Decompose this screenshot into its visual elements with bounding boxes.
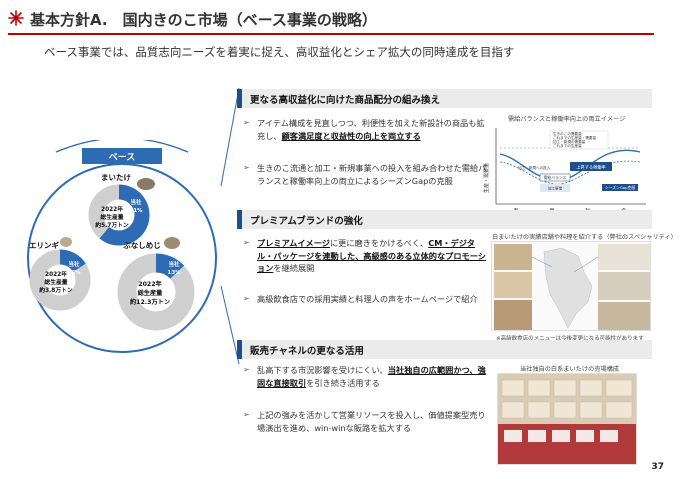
chevron-right-icon: ➢	[243, 410, 250, 419]
store-shelf-photo	[497, 373, 637, 465]
chevron-right-icon: ➢	[243, 118, 250, 127]
restaurant-photo-collage	[491, 241, 651, 331]
chart-box-label: 加工事業	[548, 186, 563, 191]
photos-caption: 白まいたけの実績店舗や料理を紹介する（弊社のスペシャリティ）	[492, 234, 677, 241]
maitake-label: まいたけ	[101, 172, 131, 182]
bunashimeji-share-value: 13%	[167, 270, 181, 276]
bunashimeji-production-label: 総生産量	[138, 289, 164, 297]
chart-legend-item: これまでの生産量	[553, 143, 582, 148]
bunashimeji-production-value: 約12.3万トン	[130, 298, 170, 306]
maitake-donut	[88, 184, 150, 246]
bullet-item: ➢ 上記の強みを活かして営業リソースを投入し、価値提案型売り場演出を進め、win…	[243, 409, 488, 434]
chart-caption: 需給バランスと稼働率向上の両立イメージ	[508, 116, 626, 123]
bullet-item: ➢ 乱高下する市況影響を受けにくい、当社独自の広範囲かつ、強固な直接取引を引き続…	[243, 364, 488, 389]
bullet-emphasis: プレミアムイメージ	[257, 238, 330, 248]
eringi-production-year: 2022年	[45, 270, 67, 278]
eringi-share-value: 16%	[67, 270, 81, 276]
eringi-photo	[60, 237, 72, 247]
page-number: 37	[651, 462, 664, 472]
section-header-profitability: 更なる高収益化に向けた商品配分の組み換え	[237, 89, 652, 108]
store-caption: 当社独自の白系まいたけの売場構成	[520, 366, 619, 373]
bullet-text: アイテム構成を見直しつつ、利便性を加えた新設計の商品も拡充し、	[257, 118, 485, 141]
base-badge-label: ベース	[109, 152, 136, 163]
section-header-channel: 販売チャネルの更なる活用	[237, 340, 652, 359]
bunashimeji-label: ぶなしめじ	[122, 241, 161, 250]
chevron-right-icon: ➢	[243, 163, 250, 172]
chevron-right-icon: ➢	[243, 238, 250, 247]
bullet-item: ➢ 生きのこ流通と加工・新規事業への投入を組み合わせた需給バランスと稼働率向上の…	[243, 162, 488, 187]
photos-note: ※高級飲食店のメニューは今後変更になる可能性があります	[496, 336, 644, 342]
bullet-emphasis: 当社独自の広範囲かつ、強固な直接取引	[257, 365, 486, 388]
page-title: 基本方針A. 国内きのこ市場（ベース事業の戦略）	[30, 11, 377, 29]
bullet-emphasis: 顧客満足度と収益性の向上を両立する	[281, 130, 421, 141]
chevron-right-icon: ➢	[243, 294, 250, 303]
bullet-text: 高級飲食店での採用実績と料理人の声をホームページで紹介	[257, 294, 478, 304]
bullet-text: を引き続き活用する	[306, 377, 380, 388]
maitake-production-value: 約5.7万トン	[95, 221, 129, 229]
chart-legend-item: 生きのこの需要量	[553, 131, 582, 136]
chart-box-label: シーズンGap克服	[605, 185, 635, 190]
bullet-text: 生きのこ流通と加工・新規事業への投入を組み合わせた需給バランスと稼働率向上の両立…	[257, 163, 487, 186]
bunashimeji-photo	[164, 237, 180, 249]
chevron-right-icon: ➢	[243, 365, 250, 374]
section-bracket	[220, 87, 240, 365]
eringi-share-label: 当社	[68, 260, 80, 268]
supply-demand-chart: 生産・需要量 生きのこの需要量 これまでの生産量・需要量 加工・新規の需要量 こ…	[483, 128, 646, 215]
section-title-channel: 販売チャネルの更なる活用	[250, 346, 364, 357]
eringi-production-label: 総生産量	[44, 278, 67, 286]
chart-legend-item: これまでの生産量・需要量	[553, 135, 597, 140]
eringi-donut	[29, 249, 91, 311]
eringi-production-value: 約3.8万トン	[39, 286, 73, 294]
company-logo-icon	[8, 10, 24, 26]
page-subtitle: ベース事業では、品質志向ニーズを着実に捉え、高収益化とシェア拡大の同時達成を目指…	[44, 45, 515, 59]
bullet-emphasis: CM・デジタル・パッケージを連動した、高級感のある立体的なプロモーション	[257, 238, 486, 273]
bullet-text: 乱高下する市況影響を受けにくい、	[257, 365, 388, 375]
bunashimeji-production-year: 2022年	[138, 280, 162, 288]
bunashimeji-share-label: 当社	[168, 260, 180, 268]
maitake-production-year: 2022年	[101, 205, 123, 213]
chart-y-label: 生産・需要量	[483, 163, 490, 193]
bunashimeji-donut	[117, 253, 195, 331]
maitake-production-label: 総生産量	[100, 213, 123, 221]
bullet-text: 上記の強みを活かして営業リソースを投入し、価値提案型売り場演出を進め、win-w…	[257, 410, 486, 433]
section-title-profitability: 更なる高収益化に向けた商品配分の組み換え	[250, 95, 441, 106]
maitake-share-value: 61%	[129, 208, 143, 214]
maitake-photo	[137, 178, 155, 190]
store-shelf-image	[498, 374, 636, 464]
market-share-panel: ベース まいたけ 2022年 総生産量 約5.7万トン 当社 61% エリンギ …	[27, 140, 217, 353]
bullet-item: ➢ プレミアムイメージに更に磨きをかけるべく、CM・デジタル・パッケージを連動し…	[243, 237, 488, 275]
maitake-share-label: 当社	[130, 198, 142, 206]
chart-box-label: 需給バランス	[544, 175, 567, 180]
chart-annotation: 加工・新規への投入	[518, 165, 551, 170]
section-title-premium: プレミアムブランドの強化	[250, 216, 363, 227]
bullet-item: ➢ 高級飲食店での採用実績と料理人の声をホームページで紹介	[243, 293, 488, 306]
bullet-text: を継続展開	[273, 263, 315, 273]
collage-image	[494, 244, 650, 330]
title-divider	[8, 33, 654, 35]
bullet-text: に更に磨きをかけるべく、	[329, 238, 429, 248]
chart-legend-item: 加工・新規の需要量	[553, 139, 586, 144]
bullet-item: ➢ アイテム構成を見直しつつ、利便性を加えた新設計の商品も拡充し、顧客満足度と収…	[243, 117, 488, 142]
chart-box-label: 上昇する稼働率	[576, 164, 605, 171]
eringi-label: エリンギ	[29, 240, 59, 250]
section-header-premium: プレミアムブランドの強化	[237, 210, 652, 229]
base-badge	[82, 148, 162, 164]
